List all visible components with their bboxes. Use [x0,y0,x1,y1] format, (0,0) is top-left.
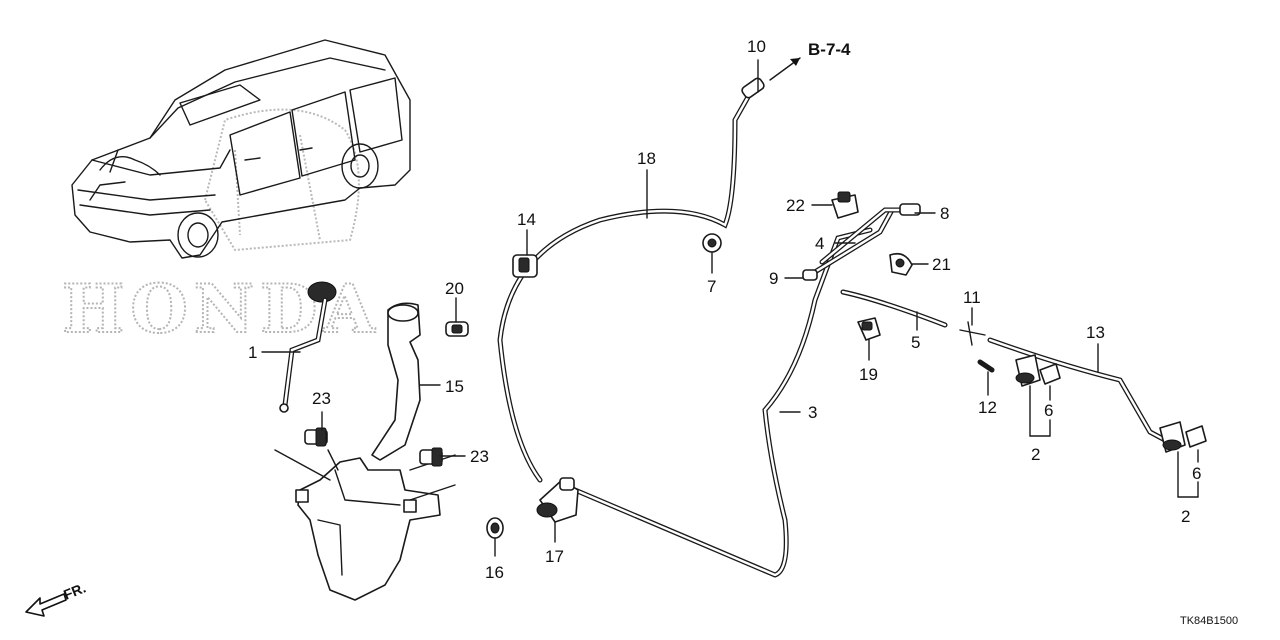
callout-14: 14 [517,210,536,229]
cap-6-middle [1039,363,1061,385]
callout-3: 3 [808,403,817,422]
callouts: 1 20 15 23 23 14 18 10 B-7-4 7 16 17 3 2… [248,37,1201,582]
callout-16: 16 [485,563,504,582]
connector-10 [741,57,801,99]
clip-22 [831,191,859,219]
callout-17: 17 [545,547,564,566]
callout-23-right: 23 [470,447,489,466]
honda-watermark-text: HONDA [62,270,381,348]
front-direction-indicator: FR. [25,579,88,617]
vehicle-illustration [71,39,411,259]
nozzle-2-right [1159,421,1186,453]
hose-13 [959,321,1168,443]
callout-13: 13 [1086,323,1105,342]
washer-tank [274,449,456,601]
pump-23-left [304,427,328,447]
callout-6-middle: 6 [1044,401,1053,420]
clip-20 [445,321,469,337]
hose-4 [802,203,921,281]
front-label: FR. [61,579,88,602]
valve-17 [536,477,579,523]
hose-3 [572,227,873,578]
callout-23-left: 23 [312,389,331,408]
callout-2-middle: 2 [1031,445,1040,464]
callout-2-right: 2 [1181,507,1190,526]
hose-18 [497,87,755,483]
honda-watermark: HONDA [61,108,381,349]
filler-neck-15 [371,302,421,461]
pump-23-right [419,447,443,467]
callout-4: 4 [815,234,824,253]
hose-5 [840,289,948,328]
callout-15: 15 [445,377,464,396]
clip-14 [512,254,538,278]
callout-9: 9 [769,269,778,288]
callout-5: 5 [911,333,920,352]
callout-20: 20 [445,279,464,298]
callout-6-right: 6 [1192,464,1201,483]
callout-11: 11 [963,288,981,307]
callout-1: 1 [248,343,257,362]
nozzle-2-middle [1015,354,1041,387]
grommet-7 [702,233,722,253]
clip-21 [889,252,913,276]
level-switch-1 [279,281,337,413]
callout-12: 12 [978,398,997,417]
front-arrow-icon [25,593,67,617]
grommet-16 [486,517,504,539]
cap-6-right [1185,425,1207,448]
reference-label: B-7-4 [808,40,851,59]
callout-21: 21 [932,255,951,274]
callout-7: 7 [707,277,716,296]
diagram-code: TK84B1500 [1180,615,1238,627]
callout-8: 8 [940,204,949,223]
clip-19 [857,317,881,341]
leader-lines [261,169,1199,557]
callout-19: 19 [859,365,878,384]
callout-22: 22 [786,196,805,215]
callout-10: 10 [747,37,766,56]
callout-18: 18 [637,149,656,168]
